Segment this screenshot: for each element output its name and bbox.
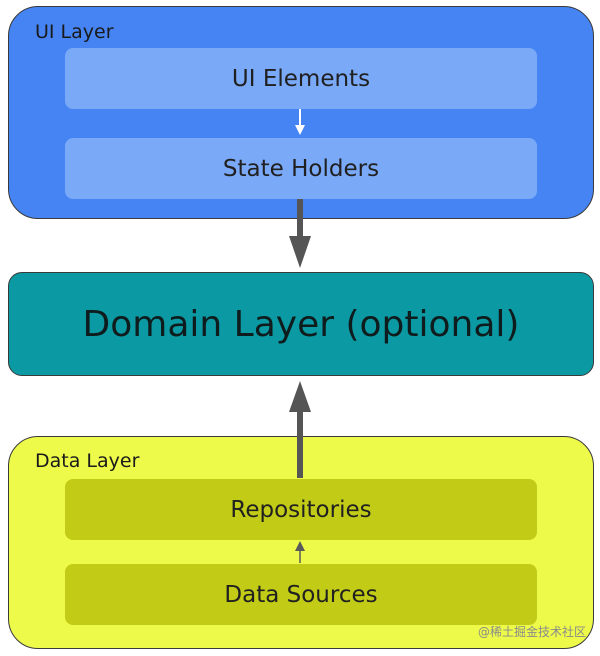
repositories-box: Repositories: [65, 479, 537, 540]
ui-elements-box: UI Elements: [65, 48, 537, 109]
data-sources-box: Data Sources: [65, 564, 537, 625]
data-layer-label: Data Layer: [35, 450, 140, 472]
state-holders-box: State Holders: [65, 138, 537, 199]
ui-layer-container: UI Layer UI Elements State Holders: [8, 6, 594, 219]
data-layer-container: Data Layer Repositories Data Sources: [8, 436, 594, 649]
watermark-text: @稀土掘金技术社区: [477, 625, 586, 639]
domain-layer-label: Domain Layer (optional): [82, 303, 520, 345]
domain-layer-container: Domain Layer (optional): [8, 272, 594, 376]
ui-layer-label: UI Layer: [35, 21, 114, 43]
